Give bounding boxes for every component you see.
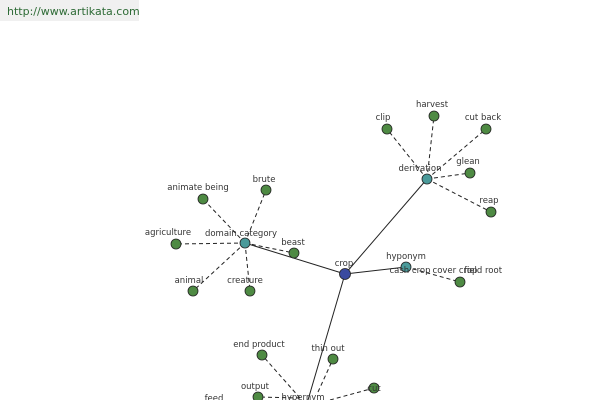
- edge-output: [257, 396, 301, 399]
- label-creature: creature: [227, 276, 263, 286]
- node-hyponym-term[interactable]: [454, 276, 466, 288]
- hub-nodes: [239, 173, 433, 273]
- node-output[interactable]: [252, 391, 264, 400]
- edge-end-product: [261, 354, 301, 399]
- node-glean[interactable]: [464, 167, 476, 179]
- edge-thin-out: [317, 358, 334, 393]
- edge-animate-being: [202, 198, 246, 244]
- label-end-product: end product: [233, 340, 285, 350]
- label-derivation: derivation: [398, 164, 441, 174]
- label-cut: cut: [367, 384, 381, 394]
- center-node-crop[interactable]: [339, 268, 351, 280]
- label-glean: glean: [456, 157, 480, 167]
- label-field-root: field root: [464, 266, 503, 276]
- label-thin-out: thin out: [311, 344, 345, 354]
- edge-reap: [426, 178, 492, 213]
- main-edges: [244, 178, 428, 400]
- node-labels: crop domain category derivation hyponym …: [145, 100, 503, 400]
- hub-hyponym[interactable]: [400, 261, 412, 273]
- edge-brute: [244, 189, 267, 244]
- node-animal[interactable]: [187, 285, 199, 297]
- edge-agriculture: [175, 242, 246, 245]
- edge-clip: [386, 128, 428, 180]
- label-clip: clip: [376, 113, 391, 123]
- node-harvest[interactable]: [428, 110, 440, 122]
- node-animate-being[interactable]: [197, 193, 209, 205]
- node-reap[interactable]: [485, 206, 497, 218]
- label-hypernym: hypernym: [281, 393, 324, 400]
- node-clip[interactable]: [381, 123, 393, 135]
- term-nodes: [170, 110, 497, 400]
- edge-crop-hyponym: [344, 266, 407, 275]
- node-brute[interactable]: [260, 184, 272, 196]
- edge-crop-derivation: [344, 178, 428, 275]
- label-harvest: harvest: [416, 100, 449, 110]
- edge-hyponym-term: [405, 266, 461, 283]
- label-cover-crop: cover crop: [433, 266, 478, 276]
- label-center: crop: [335, 259, 354, 269]
- edge-cut: [329, 387, 375, 400]
- label-cut-back: cut back: [465, 113, 501, 123]
- label-reap: reap: [479, 196, 498, 206]
- edge-crop-domain-category: [244, 242, 346, 275]
- label-animate-being: animate being: [167, 183, 228, 193]
- label-output: output: [241, 382, 270, 392]
- edge-crop-hypernym: [307, 273, 346, 400]
- edge-glean: [426, 172, 471, 180]
- label-animal: animal: [175, 276, 204, 286]
- edge-animal: [192, 242, 246, 292]
- node-thin-out[interactable]: [327, 353, 339, 365]
- node-cut-back[interactable]: [480, 123, 492, 135]
- label-beast: beast: [281, 238, 305, 248]
- hub-domain-category[interactable]: [239, 237, 251, 249]
- node-agriculture[interactable]: [170, 238, 182, 250]
- url-bar: http://www.artikata.com: [0, 0, 140, 21]
- edge-cut-back: [426, 128, 487, 180]
- label-hyponym: hyponym: [386, 252, 426, 262]
- label-agriculture: agriculture: [145, 228, 191, 238]
- term-edges: [175, 115, 492, 400]
- node-end-product[interactable]: [256, 349, 268, 361]
- edge-harvest: [426, 115, 435, 180]
- label-brute: brute: [253, 175, 276, 185]
- edge-beast: [244, 242, 295, 254]
- site-url[interactable]: http://www.artikata.com: [7, 5, 140, 18]
- node-creature[interactable]: [244, 285, 256, 297]
- label-feed: feed: [205, 394, 224, 400]
- node-cut[interactable]: [368, 382, 380, 394]
- label-domain-category: domain category: [205, 229, 277, 239]
- hub-derivation[interactable]: [421, 173, 433, 185]
- node-beast[interactable]: [288, 247, 300, 259]
- edge-creature: [244, 242, 251, 292]
- label-cash-crop: cash crop: [390, 266, 431, 276]
